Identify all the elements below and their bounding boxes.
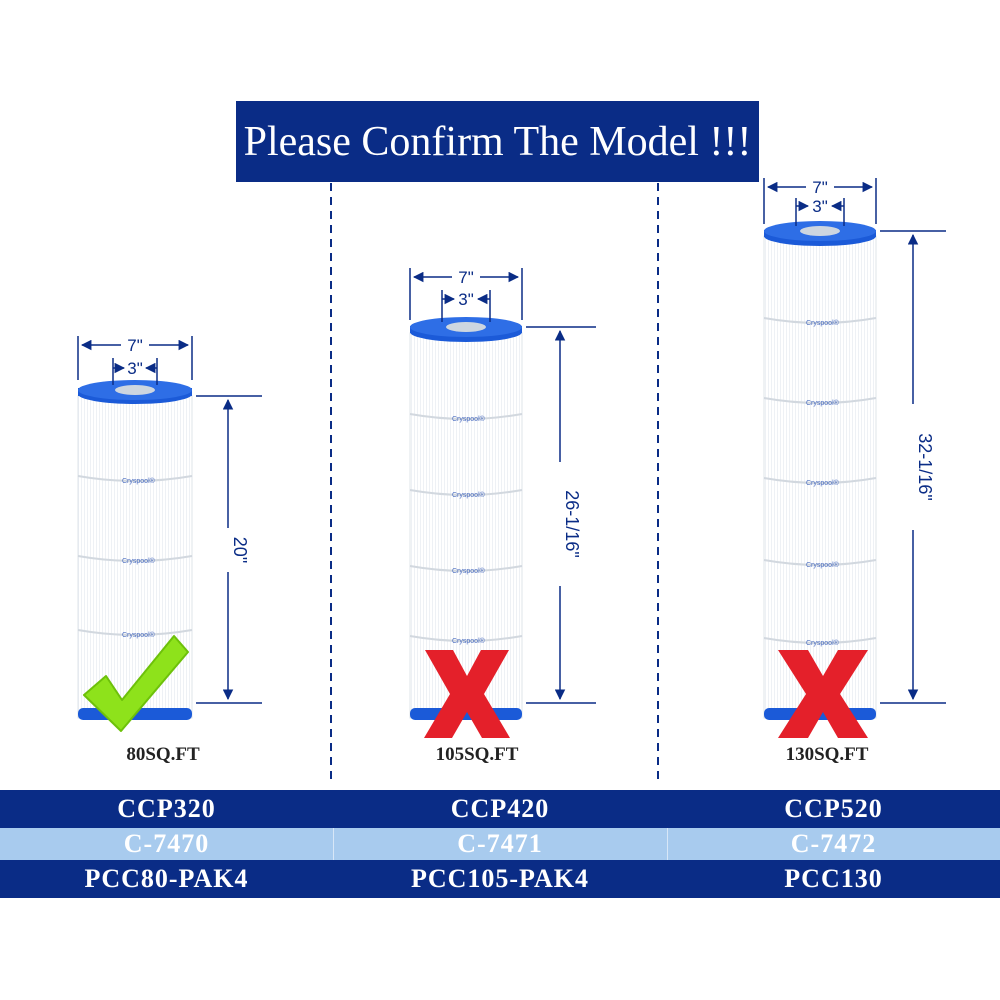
row-divider — [333, 828, 334, 860]
model-cell: C-7472 — [790, 829, 877, 858]
brand-label: Cryspool® — [122, 557, 156, 565]
filter-cartridge-80: Cryspool® Cryspool® Cryspool® — [77, 380, 193, 720]
outer-diameter-label: 7" — [812, 178, 828, 197]
filter-cartridge-105: Cryspool® Cryspool® Cryspool® Cryspool® — [409, 317, 523, 720]
outer-diameter-label: 7" — [458, 268, 474, 287]
brand-label: Cryspool® — [806, 479, 840, 487]
inner-diameter-label: 3" — [127, 359, 143, 378]
model-row-pcc: PCC80-PAK4 PCC105-PAK4 PCC130 — [0, 860, 1000, 898]
model-row-ccp: CCP320 CCP420 CCP520 — [0, 790, 1000, 828]
outer-diameter-label: 7" — [127, 336, 143, 355]
model-cell: CCP420 — [450, 794, 550, 823]
dimension-lines-105: 7" 3" 26-1/16" — [409, 268, 596, 704]
area-label-80: 80SQ.FT — [126, 744, 200, 765]
inner-diameter-label: 3" — [458, 290, 474, 309]
model-cell: PCC80-PAK4 — [84, 864, 249, 893]
inner-diameter-label: 3" — [812, 197, 828, 216]
dimension-lines-130: 7" 3" 32-1/16" — [763, 178, 946, 704]
height-label: 32-1/16" — [915, 433, 935, 500]
brand-label: Cryspool® — [806, 399, 840, 407]
brand-label: Cryspool® — [806, 639, 840, 647]
brand-label: Cryspool® — [806, 561, 840, 569]
filter-cartridge-130: Cryspool® Cryspool® Cryspool® Cryspool® … — [763, 221, 877, 720]
row-divider — [667, 828, 668, 860]
height-label: 26-1/16" — [562, 490, 582, 557]
model-cell: PCC130 — [784, 864, 883, 893]
area-label-105: 105SQ.FT — [435, 744, 519, 765]
model-cell: C-7470 — [123, 829, 210, 858]
brand-label: Cryspool® — [452, 491, 486, 499]
dimension-lines-80: 7" 3" 20" — [77, 336, 262, 704]
brand-label: Cryspool® — [452, 415, 486, 423]
height-label: 20" — [230, 537, 250, 563]
model-cell: C-7471 — [457, 829, 543, 858]
cross-icon — [778, 650, 868, 738]
banner-title: Please Confirm The Model !!! — [243, 118, 752, 165]
brand-label: Cryspool® — [452, 637, 486, 645]
model-row-c: C-7470 C-7471 C-7472 — [0, 828, 1000, 860]
model-cell: CCP520 — [784, 794, 883, 823]
brand-label: Cryspool® — [806, 319, 840, 327]
brand-label: Cryspool® — [122, 631, 156, 639]
model-cell: CCP320 — [117, 794, 216, 823]
model-cell: PCC105-PAK4 — [410, 864, 590, 893]
check-icon — [83, 635, 189, 732]
brand-label: Cryspool® — [452, 567, 486, 575]
area-label-130: 130SQ.FT — [785, 744, 869, 765]
brand-label: Cryspool® — [122, 477, 156, 485]
cross-icon — [424, 650, 510, 738]
confirm-banner: Please Confirm The Model !!! — [236, 101, 759, 182]
